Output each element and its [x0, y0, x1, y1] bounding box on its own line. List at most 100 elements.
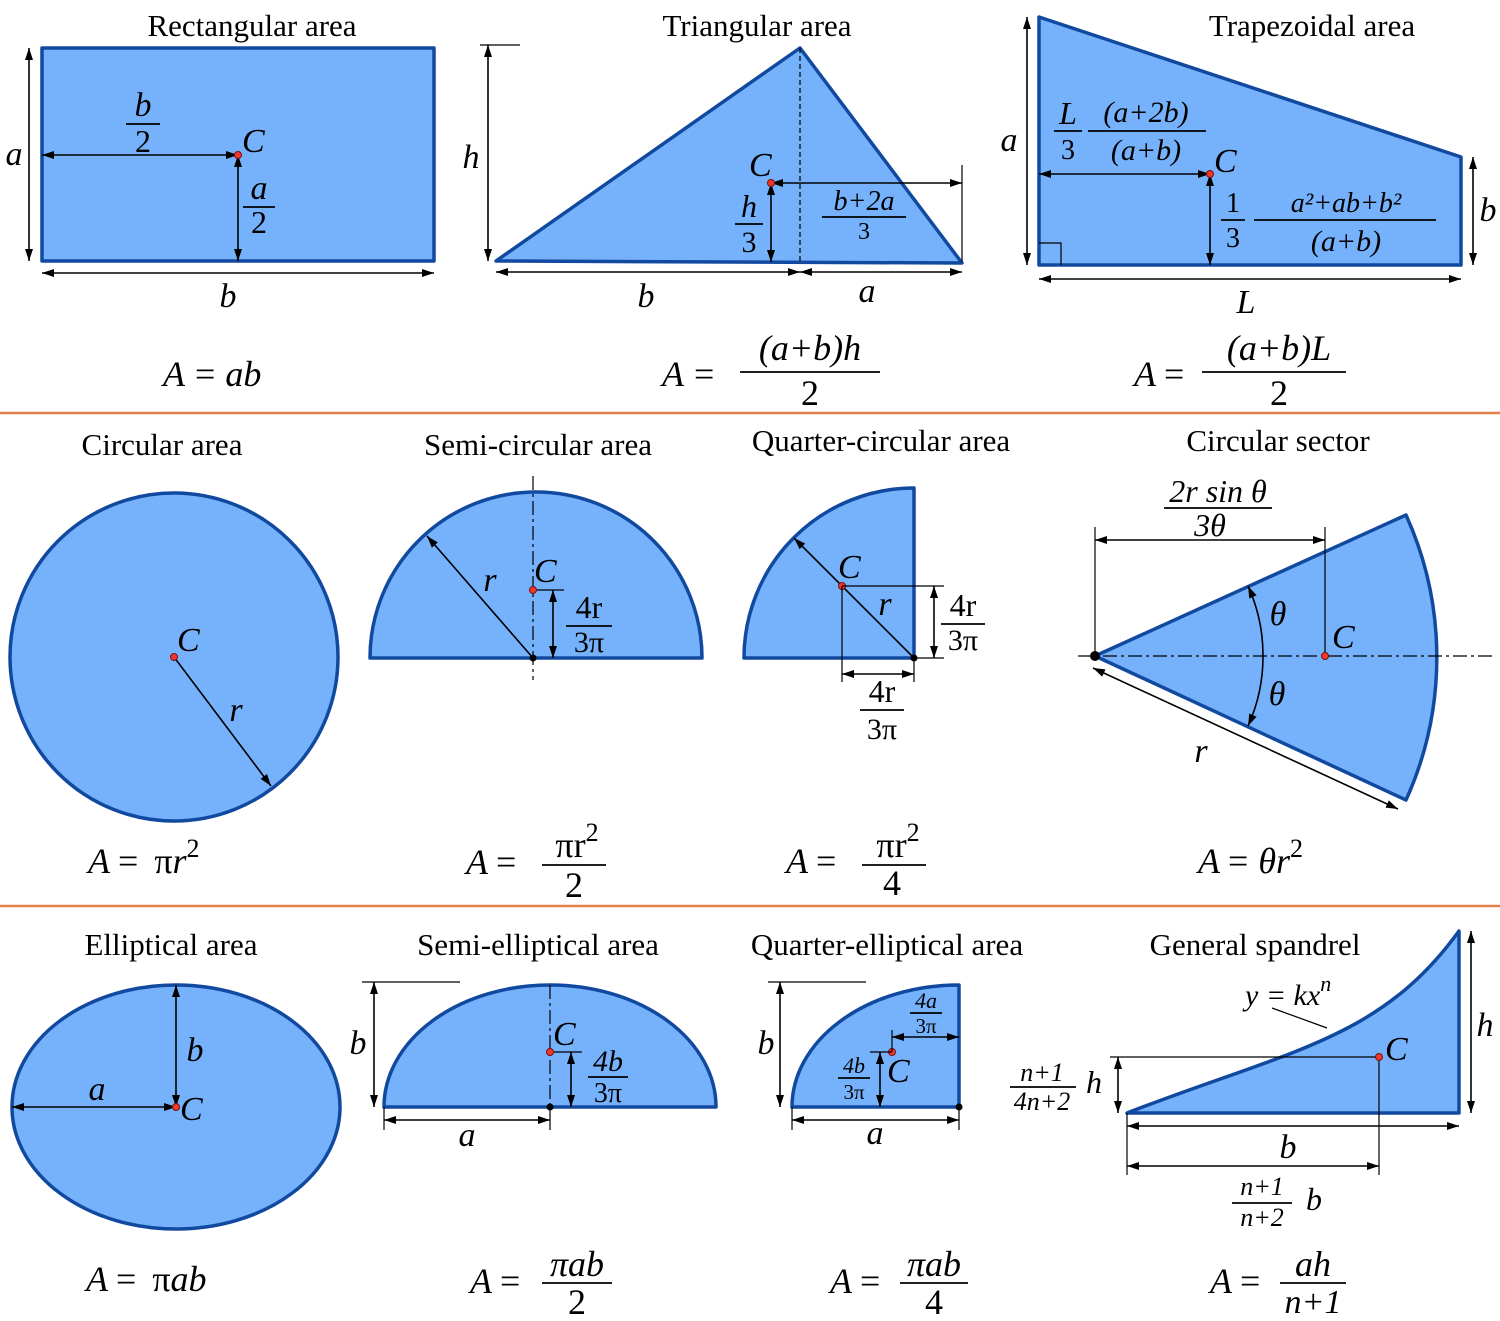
span-centroid-dot — [1375, 1053, 1383, 1061]
sell-origin-dot — [546, 1103, 554, 1111]
rect-cx-den: 2 — [135, 123, 151, 159]
quarter-ellipse-panel: Quarter-elliptical area b a C 4a 3π 4b 3… — [751, 927, 1023, 1321]
quarter-title: Quarter-circular area — [752, 423, 1011, 458]
circle-panel: Circular area C r A=πr2 — [8, 427, 340, 881]
trap-cx-num: L — [1058, 95, 1077, 131]
trap-cy-num: 1 — [1226, 188, 1240, 219]
semi-shape — [368, 490, 704, 660]
qell-b-label: b — [758, 1025, 775, 1062]
trap-area-num: (a+b)L — [1227, 328, 1331, 368]
sell-dim-den: 3π — [594, 1078, 622, 1109]
rect-centroid-dot — [234, 151, 242, 159]
span-b-label: b — [1280, 1129, 1297, 1166]
semi-area-lhs: A= — [464, 842, 516, 882]
rect-area-formula: A=ab — [161, 354, 261, 394]
trap-cx-den: 3 — [1061, 135, 1075, 166]
trap-centroid-dot — [1206, 170, 1214, 178]
circ-title: Circular area — [82, 427, 243, 462]
sector-r-label: r — [1194, 733, 1208, 770]
semi-origin-dot — [529, 654, 537, 662]
span-cx-num: n+1 — [1240, 1172, 1284, 1201]
semi-ellipse-panel: Semi-elliptical area b a C 4b 3π A= πab … — [350, 927, 718, 1321]
semi-dim-den: 3π — [574, 626, 604, 659]
sector-dim-num: 2r sin θ — [1169, 473, 1267, 509]
trap-cx2-den: (a+b) — [1111, 134, 1181, 167]
qell-area-den: 4 — [925, 1282, 943, 1321]
tri-area-lhs: A= — [660, 354, 714, 394]
span-cy-num: n+1 — [1020, 1058, 1064, 1087]
tri-area-den: 2 — [801, 373, 819, 413]
tri-centroid-label: C — [749, 147, 772, 184]
quarter-centroid-label: C — [838, 549, 861, 586]
circ-centroid-dot — [170, 653, 178, 661]
qell-dimx-num: 4a — [915, 988, 937, 1013]
rect-cy-num: a — [251, 170, 268, 207]
sell-b-label: b — [350, 1025, 367, 1062]
quarter-dim-den: 3π — [948, 624, 978, 657]
rect-cy-den: 2 — [251, 204, 267, 240]
span-shape — [1125, 929, 1461, 1115]
trap-a-label: a — [1001, 122, 1018, 159]
tri-a-label: a — [859, 273, 876, 310]
sell-centroid-label: C — [553, 1016, 576, 1053]
qell-dimy-num: 4b — [843, 1053, 865, 1078]
trapezoid-panel: Trapezoidal area a b L C L 3 (a+2b) (a+b… — [1001, 8, 1497, 413]
ell-b-label: b — [187, 1032, 204, 1069]
span-cx-den: n+2 — [1240, 1203, 1284, 1232]
sector-centroid-label: C — [1332, 619, 1355, 656]
rectangle-panel: Rectangular area a b C b 2 a 2 A=ab — [6, 8, 436, 394]
quarter-dim-num: 4r — [950, 587, 977, 623]
sector-theta-arc-upper — [1247, 585, 1264, 657]
qell-area-lhs: A= — [828, 1261, 880, 1301]
rect-centroid-label: C — [242, 123, 265, 160]
quarter-r-label: r — [878, 586, 892, 623]
ell-area-formula: A=πab — [84, 1259, 207, 1299]
semi-area-den: 2 — [565, 865, 583, 905]
span-area-den: n+1 — [1285, 1284, 1342, 1321]
quarter-area-den: 4 — [883, 863, 901, 903]
trap-area-den: 2 — [1270, 373, 1288, 413]
semi-centroid-dot — [529, 586, 537, 594]
ell-a-label: a — [89, 1071, 106, 1108]
quarter-area-num: πr2 — [876, 818, 919, 865]
sector-theta-lower: θ — [1269, 676, 1286, 713]
circ-centroid-label: C — [177, 622, 200, 659]
sell-area-num: πab — [550, 1244, 604, 1284]
sector-centroid-dot — [1321, 652, 1329, 660]
sector-shape — [1093, 513, 1439, 802]
span-area-lhs: A= — [1208, 1261, 1260, 1301]
qell-shape — [790, 983, 961, 1109]
qell-area-num: πab — [907, 1244, 961, 1284]
trap-cy-den: 3 — [1226, 223, 1240, 254]
rect-cx-num: b — [135, 87, 152, 124]
span-cy-den: 4n+2 — [1014, 1087, 1071, 1116]
trap-b-label: b — [1480, 192, 1497, 229]
tri-centroid-dot — [767, 179, 775, 187]
span-curve-label: y = kxn — [1242, 971, 1331, 1012]
rect-b-label: b — [220, 278, 237, 315]
semi-centroid-label: C — [534, 553, 557, 590]
sell-centroid-dot — [546, 1048, 554, 1056]
span-cx-var: b — [1306, 1181, 1322, 1217]
circ-area-formula: A=πr2 — [86, 834, 200, 881]
trap-area-lhs: A= — [1132, 354, 1184, 394]
qell-title: Quarter-elliptical area — [751, 927, 1023, 962]
span-title: General spandrel — [1150, 927, 1361, 962]
circ-r-dimension — [173, 656, 272, 787]
tri-cx-den: 3 — [858, 219, 870, 245]
tri-area-num: (a+b)h — [759, 328, 861, 368]
sector-panel: Circular sector 2r sin θ 3θ θ θ C r A=θr… — [1078, 423, 1492, 881]
semicircle-panel: Semi-circular area C r 4r 3π A= πr2 2 — [368, 427, 704, 905]
tri-b-label: b — [638, 278, 655, 315]
ell-title: Elliptical area — [85, 927, 258, 962]
ellipse-panel: Elliptical area C a b A=πab — [10, 927, 342, 1299]
rect-a-label: a — [6, 136, 23, 173]
quarter-area-lhs: A= — [784, 841, 836, 881]
sector-r-dimension — [1092, 667, 1399, 810]
semi-dim-num: 4r — [576, 589, 603, 625]
qell-centroid-label: C — [887, 1053, 910, 1090]
sell-dim-num: 4b — [593, 1045, 623, 1078]
sector-title: Circular sector — [1186, 423, 1370, 458]
quarter-dimx-den: 3π — [867, 713, 897, 746]
